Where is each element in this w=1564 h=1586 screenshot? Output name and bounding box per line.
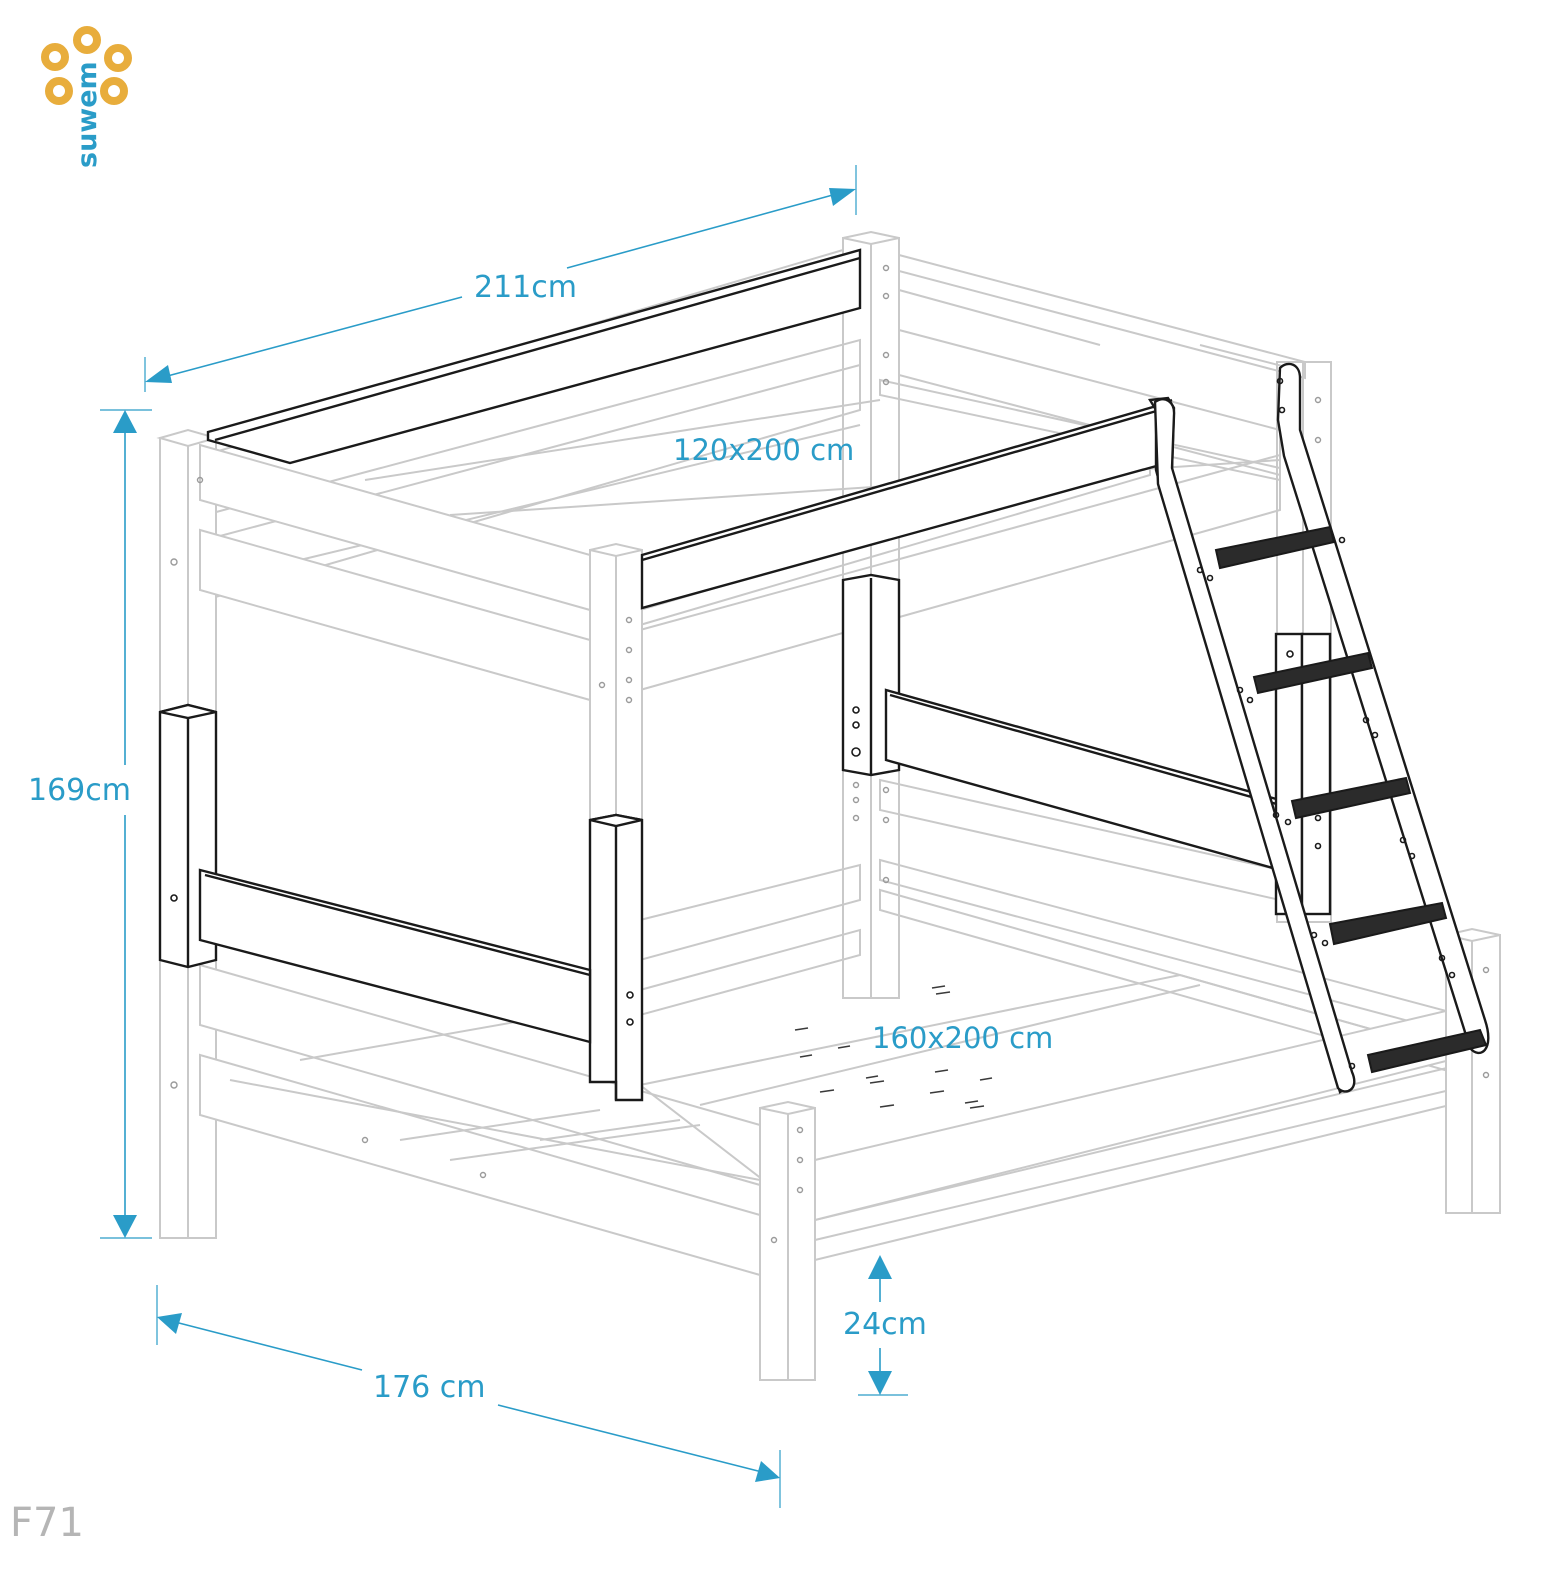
highlighted-parts: [158, 248, 1490, 1102]
brand-logo: suwem: [41, 26, 132, 168]
product-code: F71: [10, 1500, 84, 1546]
dimension-bottom-width: 176 cm: [373, 1370, 486, 1405]
ladder-treads: [1214, 525, 1488, 1074]
flower-icon: [41, 26, 132, 105]
dimension-height: 169cm: [28, 773, 131, 808]
dimension-floor-clearance: 24cm: [843, 1307, 927, 1342]
dimension-lines: [100, 165, 908, 1508]
lower-mattress-size: 160x200 cm: [872, 1021, 1053, 1055]
upper-mattress-size: 120x200 cm: [673, 433, 854, 467]
dimension-top-length: 211cm: [474, 270, 577, 305]
brand-name: suwem: [72, 61, 103, 168]
